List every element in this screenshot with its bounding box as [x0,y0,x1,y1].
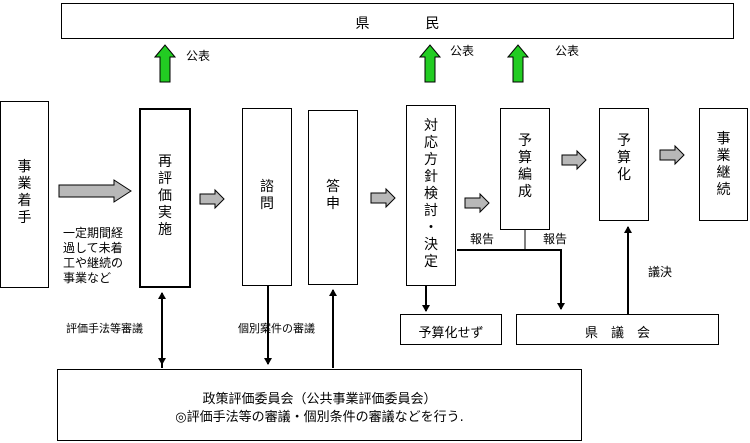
publish-label-2: 公表 [450,44,475,58]
flow-arrow-budget-to-budgeting [561,149,587,171]
step-policy-decision-label: 対 応 方 針 検 討 ・ 決 定 [424,118,438,270]
step-consultation-label: 諮 問 [260,179,274,212]
policy-evaluation-committee-box: 政策評価委員会（公共事業評価委員会） ◎評価手法等の審議・個別条件の審議などを行… [57,369,582,441]
no-budget-label: 予算化せず [418,326,484,341]
publish-arrow-2 [418,44,442,83]
step-project-continue: 事 業 継 続 [699,108,748,221]
report-label-2: 報告 [543,232,568,246]
step-response: 答 申 [308,110,358,285]
step-policy-decision: 対 応 方 針 検 討 ・ 決 定 [406,105,456,286]
step-budgeting-label: 予 算 化 [617,133,631,183]
step-budget-compilation-label: 予 算 編 成 [518,133,532,200]
step-reevaluation-label: 再 評 価 実 施 [158,154,172,238]
flow-arrow-start-to-reeval [58,179,132,203]
step-budgeting: 予 算 化 [599,108,649,221]
step-reevaluation: 再 評 価 実 施 [139,108,191,288]
committee-description: ◎評価手法等の審議・個別条件の審議などを行う. [175,410,464,425]
publish-arrow-3 [506,44,530,83]
committee-title: 政策評価委員会（公共事業評価委員会） [202,392,437,407]
individual-review-label: 個別案件の審議 [238,322,315,335]
resolution-label: 議決 [648,265,673,279]
flow-arrow-budgeting-to-continue [659,144,685,166]
no-budget-box: 予算化せず [400,314,502,345]
flow-arrow-reeval-to-consult [199,188,225,210]
method-review-label: 評価手法等審議 [66,322,143,335]
step-project-start: 事 業 着 手 [0,101,49,288]
step-budget-compilation: 予 算 編 成 [500,108,550,230]
publish-label-3: 公表 [555,44,580,58]
citizens-label: 県 民 [355,16,440,32]
flow-arrow-respond-to-policy [370,187,396,209]
report-to-assembly-line [457,249,565,310]
report-label-1: 報告 [470,232,495,246]
step-project-continue-label: 事 業 継 続 [716,131,731,198]
start-condition-note: 一定期間経 過して未着 工や継続の 事業など [63,226,124,285]
publish-label-1: 公表 [186,49,211,63]
prefectural-assembly-box: 県 議 会 [516,314,719,345]
step-consultation: 諮 問 [242,108,292,286]
step-response-label: 答 申 [326,179,340,212]
prefectural-assembly-label: 県 議 会 [584,326,650,341]
publish-arrow-1 [153,44,177,83]
flow-arrow-policy-to-budget [464,192,490,214]
citizens-box: 県 民 [61,3,734,39]
step-project-start-label: 事 業 着 手 [17,159,32,226]
